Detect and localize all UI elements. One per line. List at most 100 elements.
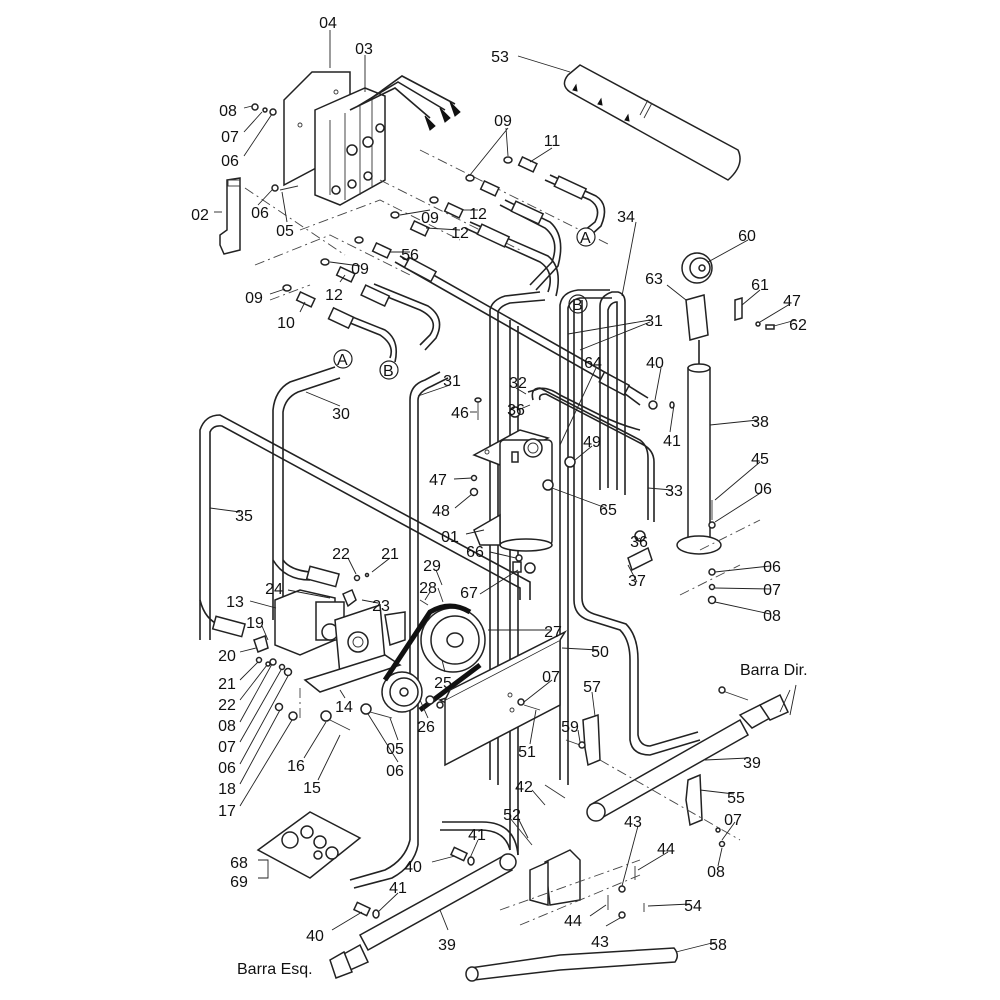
- protective-hose-58: [465, 947, 678, 982]
- part-callout-37: 37: [628, 573, 646, 590]
- pipes: [199, 289, 701, 889]
- part-callout-21: 21: [381, 546, 399, 563]
- part-callout-57: 57: [583, 679, 601, 696]
- part-callout-56: 56: [401, 247, 419, 264]
- part-callout-67: 67: [460, 585, 478, 602]
- part-callout-22: 22: [218, 697, 236, 714]
- part-callout-38: 38: [751, 414, 769, 431]
- part-callout-46: 46: [451, 405, 469, 422]
- part-callout-07: 07: [542, 669, 560, 686]
- part-callout-43: 43: [624, 814, 642, 831]
- part-callout-08: 08: [763, 608, 781, 625]
- part-callout-58: 58: [709, 937, 727, 954]
- part-callout-12: 12: [469, 206, 487, 223]
- annotation-barra-esq: Barra Esq.: [237, 961, 313, 978]
- marker-a-left: A: [333, 349, 353, 369]
- cylinder-right: [586, 686, 790, 822]
- part-callout-47: 47: [783, 293, 801, 310]
- marker-a-label: A: [337, 352, 348, 369]
- part-callout-07: 07: [724, 812, 742, 829]
- cylinder-left: [329, 853, 517, 979]
- part-callout-49: 49: [583, 434, 601, 451]
- part-callout-42: 42: [515, 779, 533, 796]
- part-callout-22: 22: [332, 546, 350, 563]
- part-callout-33: 33: [665, 483, 683, 500]
- oil-tank: [472, 429, 554, 552]
- part-callout-12: 12: [325, 287, 343, 304]
- part-callout-43: 43: [591, 934, 609, 951]
- part-callout-35: 35: [235, 508, 253, 525]
- part-callout-31: 31: [443, 373, 461, 390]
- part-callout-41: 41: [389, 880, 407, 897]
- annotation-barra-dir: Barra Dir.: [740, 662, 808, 679]
- marker-b-left: B: [379, 360, 399, 380]
- part-callout-50: 50: [591, 644, 609, 661]
- part-callout-53: 53: [491, 49, 509, 66]
- part-callout-62: 62: [789, 317, 807, 334]
- part-callout-52: 52: [503, 807, 521, 824]
- part-callout-19: 19: [246, 615, 264, 632]
- marker-b-label: B: [572, 297, 583, 314]
- part-callout-61: 61: [751, 277, 769, 294]
- part-callout-36: 36: [507, 402, 525, 419]
- part-callout-03: 03: [355, 41, 373, 58]
- part-callout-24: 24: [265, 581, 283, 598]
- marker-a-label: A: [580, 230, 591, 247]
- hoses: [327, 174, 649, 406]
- part-callout-26: 26: [417, 719, 435, 736]
- part-callout-68: 68: [230, 855, 248, 872]
- part-callout-63: 63: [645, 271, 663, 288]
- part-callout-02: 02: [191, 207, 209, 224]
- part-callout-40: 40: [404, 859, 422, 876]
- part-callout-25: 25: [434, 675, 452, 692]
- hydraulic-pump: [253, 588, 406, 693]
- part-callout-18: 18: [218, 781, 236, 798]
- part-callout-66: 66: [466, 544, 484, 561]
- fittings: [282, 155, 538, 308]
- part-callout-09: 09: [245, 290, 263, 307]
- part-callout-09: 09: [494, 113, 512, 130]
- part-callout-54: 54: [684, 898, 702, 915]
- part-callout-05: 05: [386, 741, 404, 758]
- part-callout-64: 64: [584, 355, 602, 372]
- part-callout-06: 06: [221, 153, 239, 170]
- part-callout-32: 32: [509, 375, 527, 392]
- part-callout-06: 06: [763, 559, 781, 576]
- leader-lines: [209, 30, 797, 953]
- part-callout-65: 65: [599, 502, 617, 519]
- part-callout-30: 30: [332, 406, 350, 423]
- part-callout-01: 01: [441, 529, 459, 546]
- part-callout-13: 13: [226, 594, 244, 611]
- part-callout-29: 29: [423, 558, 441, 575]
- part-callout-12: 12: [451, 225, 469, 242]
- part-callout-31: 31: [645, 313, 663, 330]
- part-callout-34: 34: [617, 209, 635, 226]
- part-callout-48: 48: [432, 503, 450, 520]
- part-callout-27: 27: [544, 624, 562, 641]
- part-callout-21: 21: [218, 676, 236, 693]
- part-callout-14: 14: [335, 699, 353, 716]
- part-callout-69: 69: [230, 874, 248, 891]
- part-callout-05: 05: [276, 223, 294, 240]
- part-callout-04: 04: [319, 15, 337, 32]
- part-callout-08: 08: [219, 103, 237, 120]
- bracket-02: [219, 177, 241, 255]
- part-callout-11: 11: [544, 133, 561, 150]
- control-valve: [314, 75, 461, 206]
- part-callout-17: 17: [218, 803, 236, 820]
- part-callout-39: 39: [438, 937, 456, 954]
- part-callout-10: 10: [277, 315, 295, 332]
- part-callout-15: 15: [303, 780, 321, 797]
- part-callout-55: 55: [727, 790, 745, 807]
- part-callout-23: 23: [372, 598, 390, 615]
- part-callout-59: 59: [561, 719, 579, 736]
- part-callout-09: 09: [421, 210, 439, 227]
- part-callout-41: 41: [468, 827, 486, 844]
- part-callout-45: 45: [751, 451, 769, 468]
- part-callout-06: 06: [251, 205, 269, 222]
- part-callout-40: 40: [646, 355, 664, 372]
- part-callout-08: 08: [707, 864, 725, 881]
